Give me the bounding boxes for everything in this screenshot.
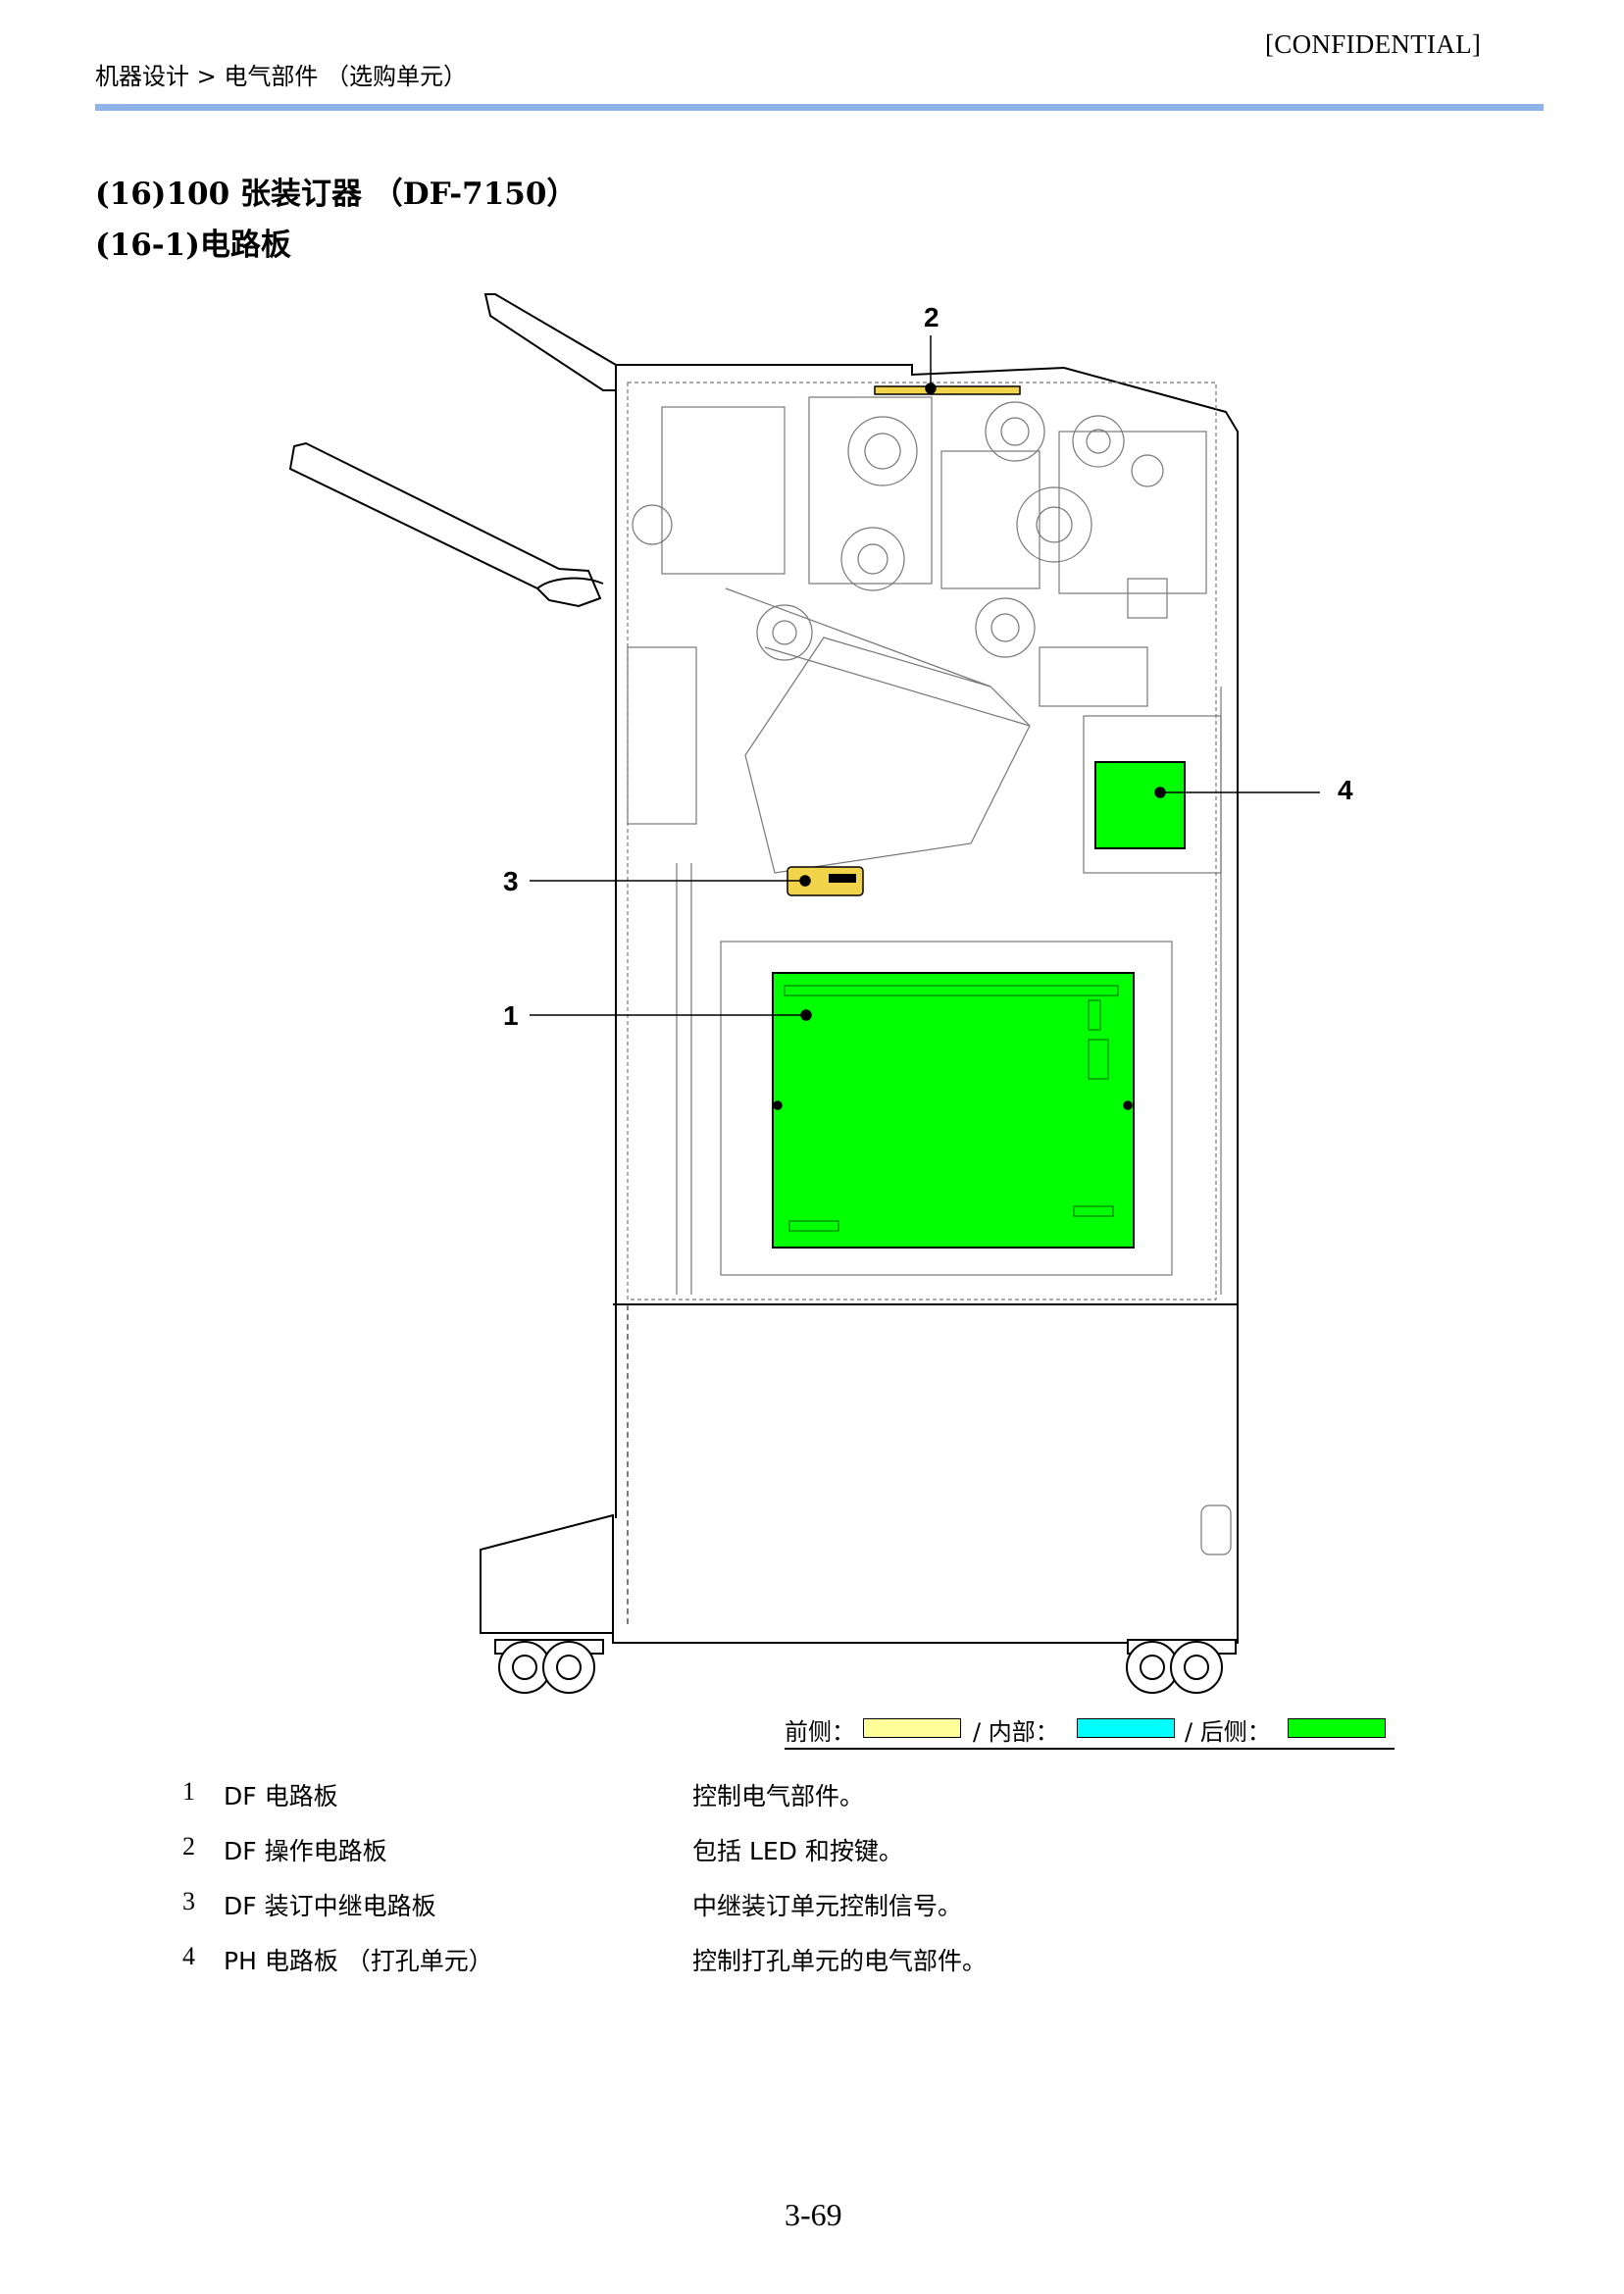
board-df-staple-relay (787, 866, 864, 896)
part-name: DF 装订中继电路板 (224, 1892, 436, 1920)
section-title: (16)100 张装订器 （DF-7150） (95, 177, 578, 212)
header-divider (95, 104, 1544, 111)
callout-1: 1 (503, 1000, 519, 1031)
legend-rear-swatch (1288, 1718, 1386, 1738)
part-name: PH 电路板 （打孔单元） (224, 1947, 493, 1975)
board-df-main (772, 972, 1135, 1249)
callout-4: 4 (1338, 775, 1353, 805)
color-legend: 前侧： / 内部： / 后侧： (785, 1712, 1395, 1750)
part-description: 控制打孔单元的电气部件。 (692, 1947, 988, 1975)
part-name: DF 操作电路板 (224, 1837, 387, 1865)
board-df-operation (874, 385, 1021, 395)
part-description: 包括 LED 和按键。 (692, 1837, 903, 1865)
callout-2: 2 (924, 302, 939, 332)
subsection-title: (16-1)电路板 (95, 228, 291, 263)
legend-rear-label: / 后侧： (1185, 1718, 1271, 1746)
part-number: 3 (182, 1887, 195, 1915)
parts-list: 1 DF 电路板 控制电气部件。 2 DF 操作电路板 包括 LED 和按键。 … (182, 1777, 1457, 1997)
legend-inside-swatch (1077, 1718, 1175, 1738)
part-description: 中继装订单元控制信号。 (692, 1892, 963, 1920)
part-name: DF 电路板 (224, 1782, 338, 1810)
list-item: 1 DF 电路板 控制电气部件。 (182, 1777, 1457, 1832)
list-item: 3 DF 装订中继电路板 中继装订单元控制信号。 (182, 1887, 1457, 1942)
part-number: 1 (182, 1777, 195, 1806)
list-item: 2 DF 操作电路板 包括 LED 和按键。 (182, 1832, 1457, 1887)
legend-front-swatch (863, 1718, 961, 1738)
callout-3: 3 (503, 866, 519, 896)
list-item: 4 PH 电路板 （打孔单元） 控制打孔单元的电气部件。 (182, 1942, 1457, 1997)
part-description: 控制电气部件。 (692, 1782, 865, 1810)
part-number: 2 (182, 1832, 195, 1861)
confidential-label: [CONFIDENTIAL] (1265, 29, 1482, 59)
board-ph (1094, 761, 1186, 849)
breadcrumb: 机器设计 > 电气部件 （选购单元） (95, 63, 467, 90)
part-number: 4 (182, 1942, 195, 1970)
legend-inside-label: / 内部： (973, 1718, 1059, 1746)
legend-front-label: 前侧： (785, 1718, 855, 1746)
page-number: 3-69 (785, 2197, 842, 2232)
